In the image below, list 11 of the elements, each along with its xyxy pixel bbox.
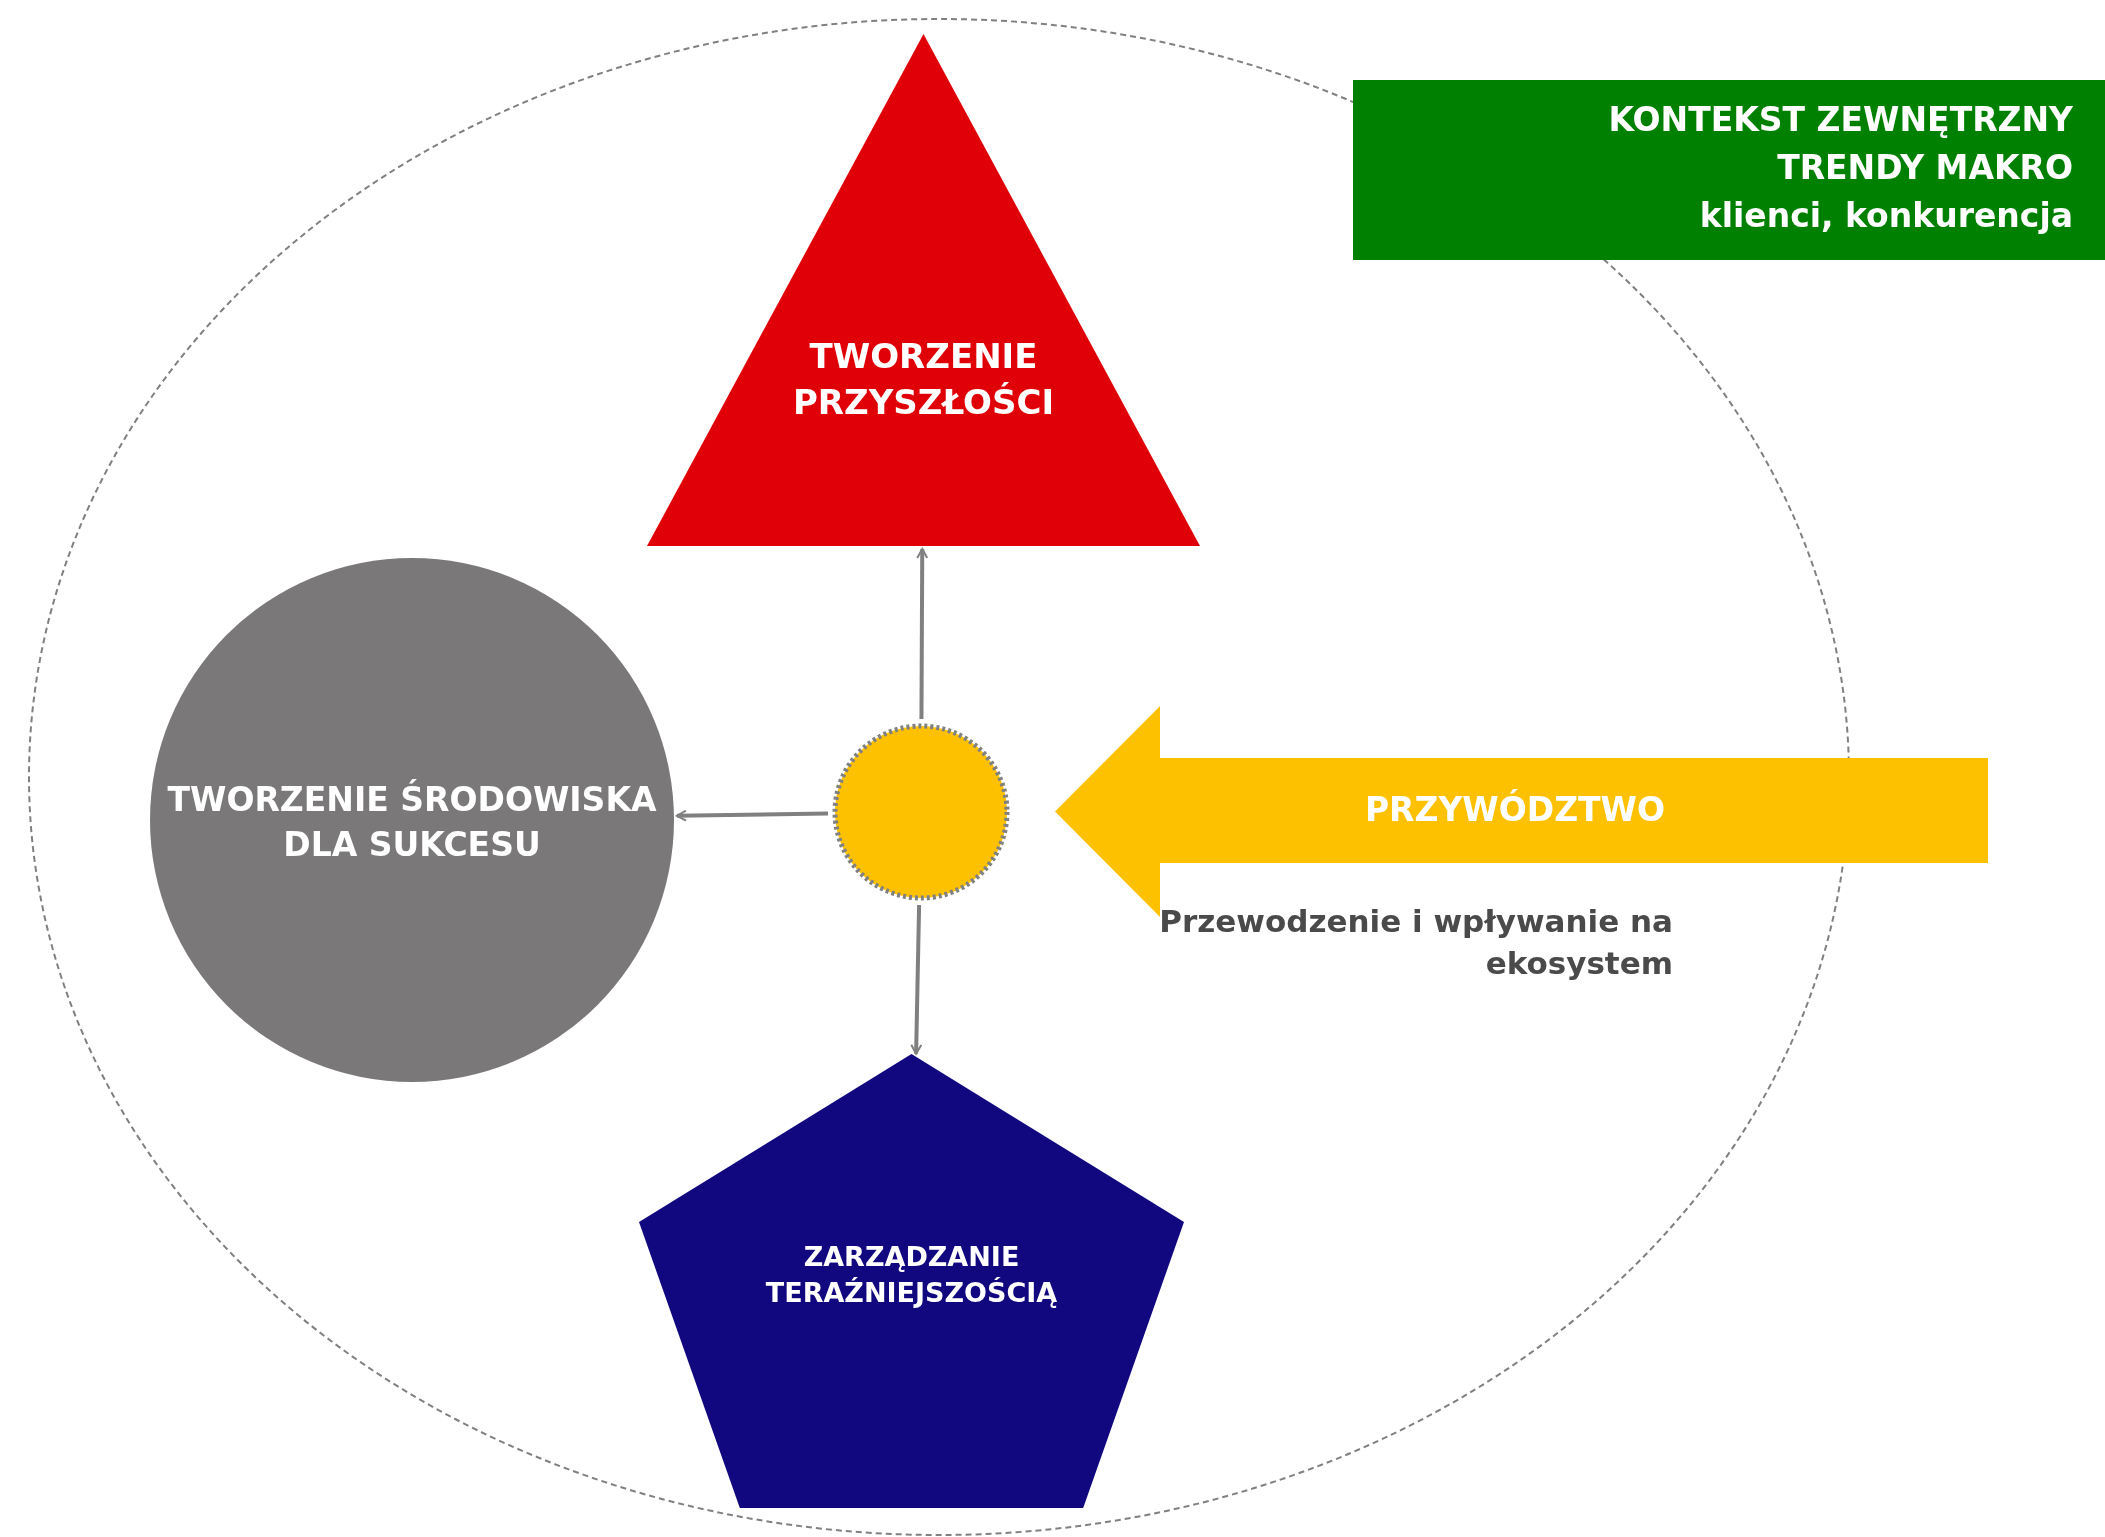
banner-text: klienci, konkurencja	[1698, 195, 2073, 237]
node-label: TWORZENIE ŚRODOWISKA DLA SUKCESU	[166, 778, 658, 866]
arrow	[916, 548, 929, 719]
banner-text: KONTEKST ZEWNĘTRZNY	[1607, 99, 2073, 141]
arrow	[675, 809, 829, 822]
node-label: TWORZENIE PRZYSZŁOŚCI	[791, 335, 1056, 424]
banner-text: TRENDY MAKRO	[1776, 147, 2073, 189]
arrow	[910, 904, 923, 1055]
node-label: PRZYWÓDZTWO	[1363, 788, 1667, 831]
node-label: ZARZĄDZANIE TERAŹNIEJSZOŚCIĄ	[764, 1240, 1059, 1311]
caption-text: Przewodzenie i wpływanie na ekosystem	[1158, 902, 1673, 983]
